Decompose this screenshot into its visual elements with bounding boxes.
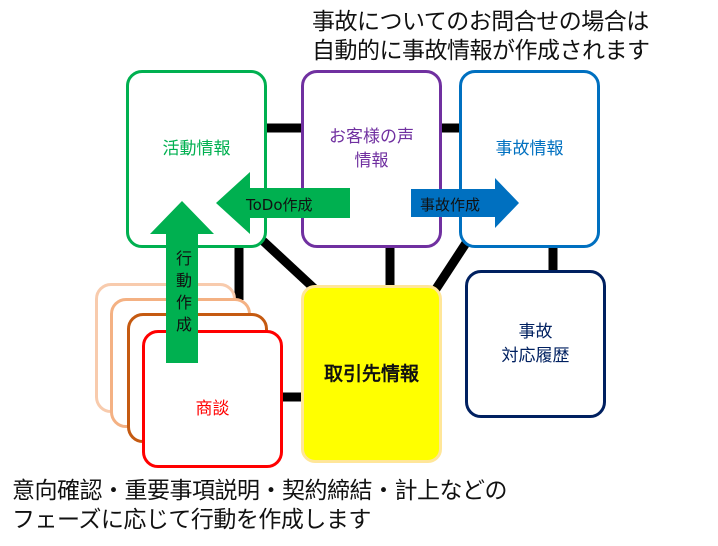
customer-voice-label-1: お客様の声 bbox=[329, 127, 414, 147]
top-caption-line-1: 事故についてのお問合せの場合は bbox=[312, 9, 649, 35]
top-caption: 事故についてのお問合せの場合は 自動的に事故情報が作成されます bbox=[312, 8, 650, 66]
top-caption-line-2: 自動的に事故情報が作成されます bbox=[312, 38, 650, 64]
accident-info-node: 事故情報 bbox=[459, 70, 600, 248]
deal-label: 商談 bbox=[195, 399, 230, 419]
accident-history-label-2: 対応履歴 bbox=[501, 346, 570, 366]
customer-voice-label-2: 情報 bbox=[354, 151, 389, 171]
connector-activity-client bbox=[258, 236, 322, 296]
client-info-label: 取引先情報 bbox=[323, 363, 419, 385]
bottom-caption-line-2: フェーズに応じて行動を作成します bbox=[12, 507, 371, 533]
accident-history-node: 事故 対応履歴 bbox=[465, 270, 606, 418]
action-create-arrow-label: 行 動 作 成 bbox=[172, 248, 196, 336]
activity-info-label: 活動情報 bbox=[162, 139, 231, 159]
bottom-caption-line-1: 意向確認・重要事項説明・契約締結・計上などの bbox=[12, 478, 508, 504]
accident-create-arrow-label: 事故作成 bbox=[420, 196, 481, 214]
accident-history-label-1: 事故 bbox=[518, 322, 553, 342]
accident-info-label: 事故情報 bbox=[495, 139, 564, 159]
customer-voice-node: お客様の声 情報 bbox=[301, 70, 442, 248]
deal-node: 商談 bbox=[142, 330, 283, 468]
action-char: 作 bbox=[175, 293, 192, 312]
todo-arrow-label: ToDo作成 bbox=[246, 196, 313, 214]
activity-info-node: 活動情報 bbox=[126, 70, 267, 248]
action-char: 動 bbox=[175, 271, 192, 290]
bottom-caption: 意向確認・重要事項説明・契約締結・計上などの フェーズに応じて行動を作成します bbox=[12, 477, 508, 535]
client-info-node: 取引先情報 bbox=[301, 285, 442, 463]
connector-accident-client bbox=[430, 237, 472, 295]
action-char: 成 bbox=[175, 315, 192, 334]
action-char: 行 bbox=[175, 249, 192, 268]
